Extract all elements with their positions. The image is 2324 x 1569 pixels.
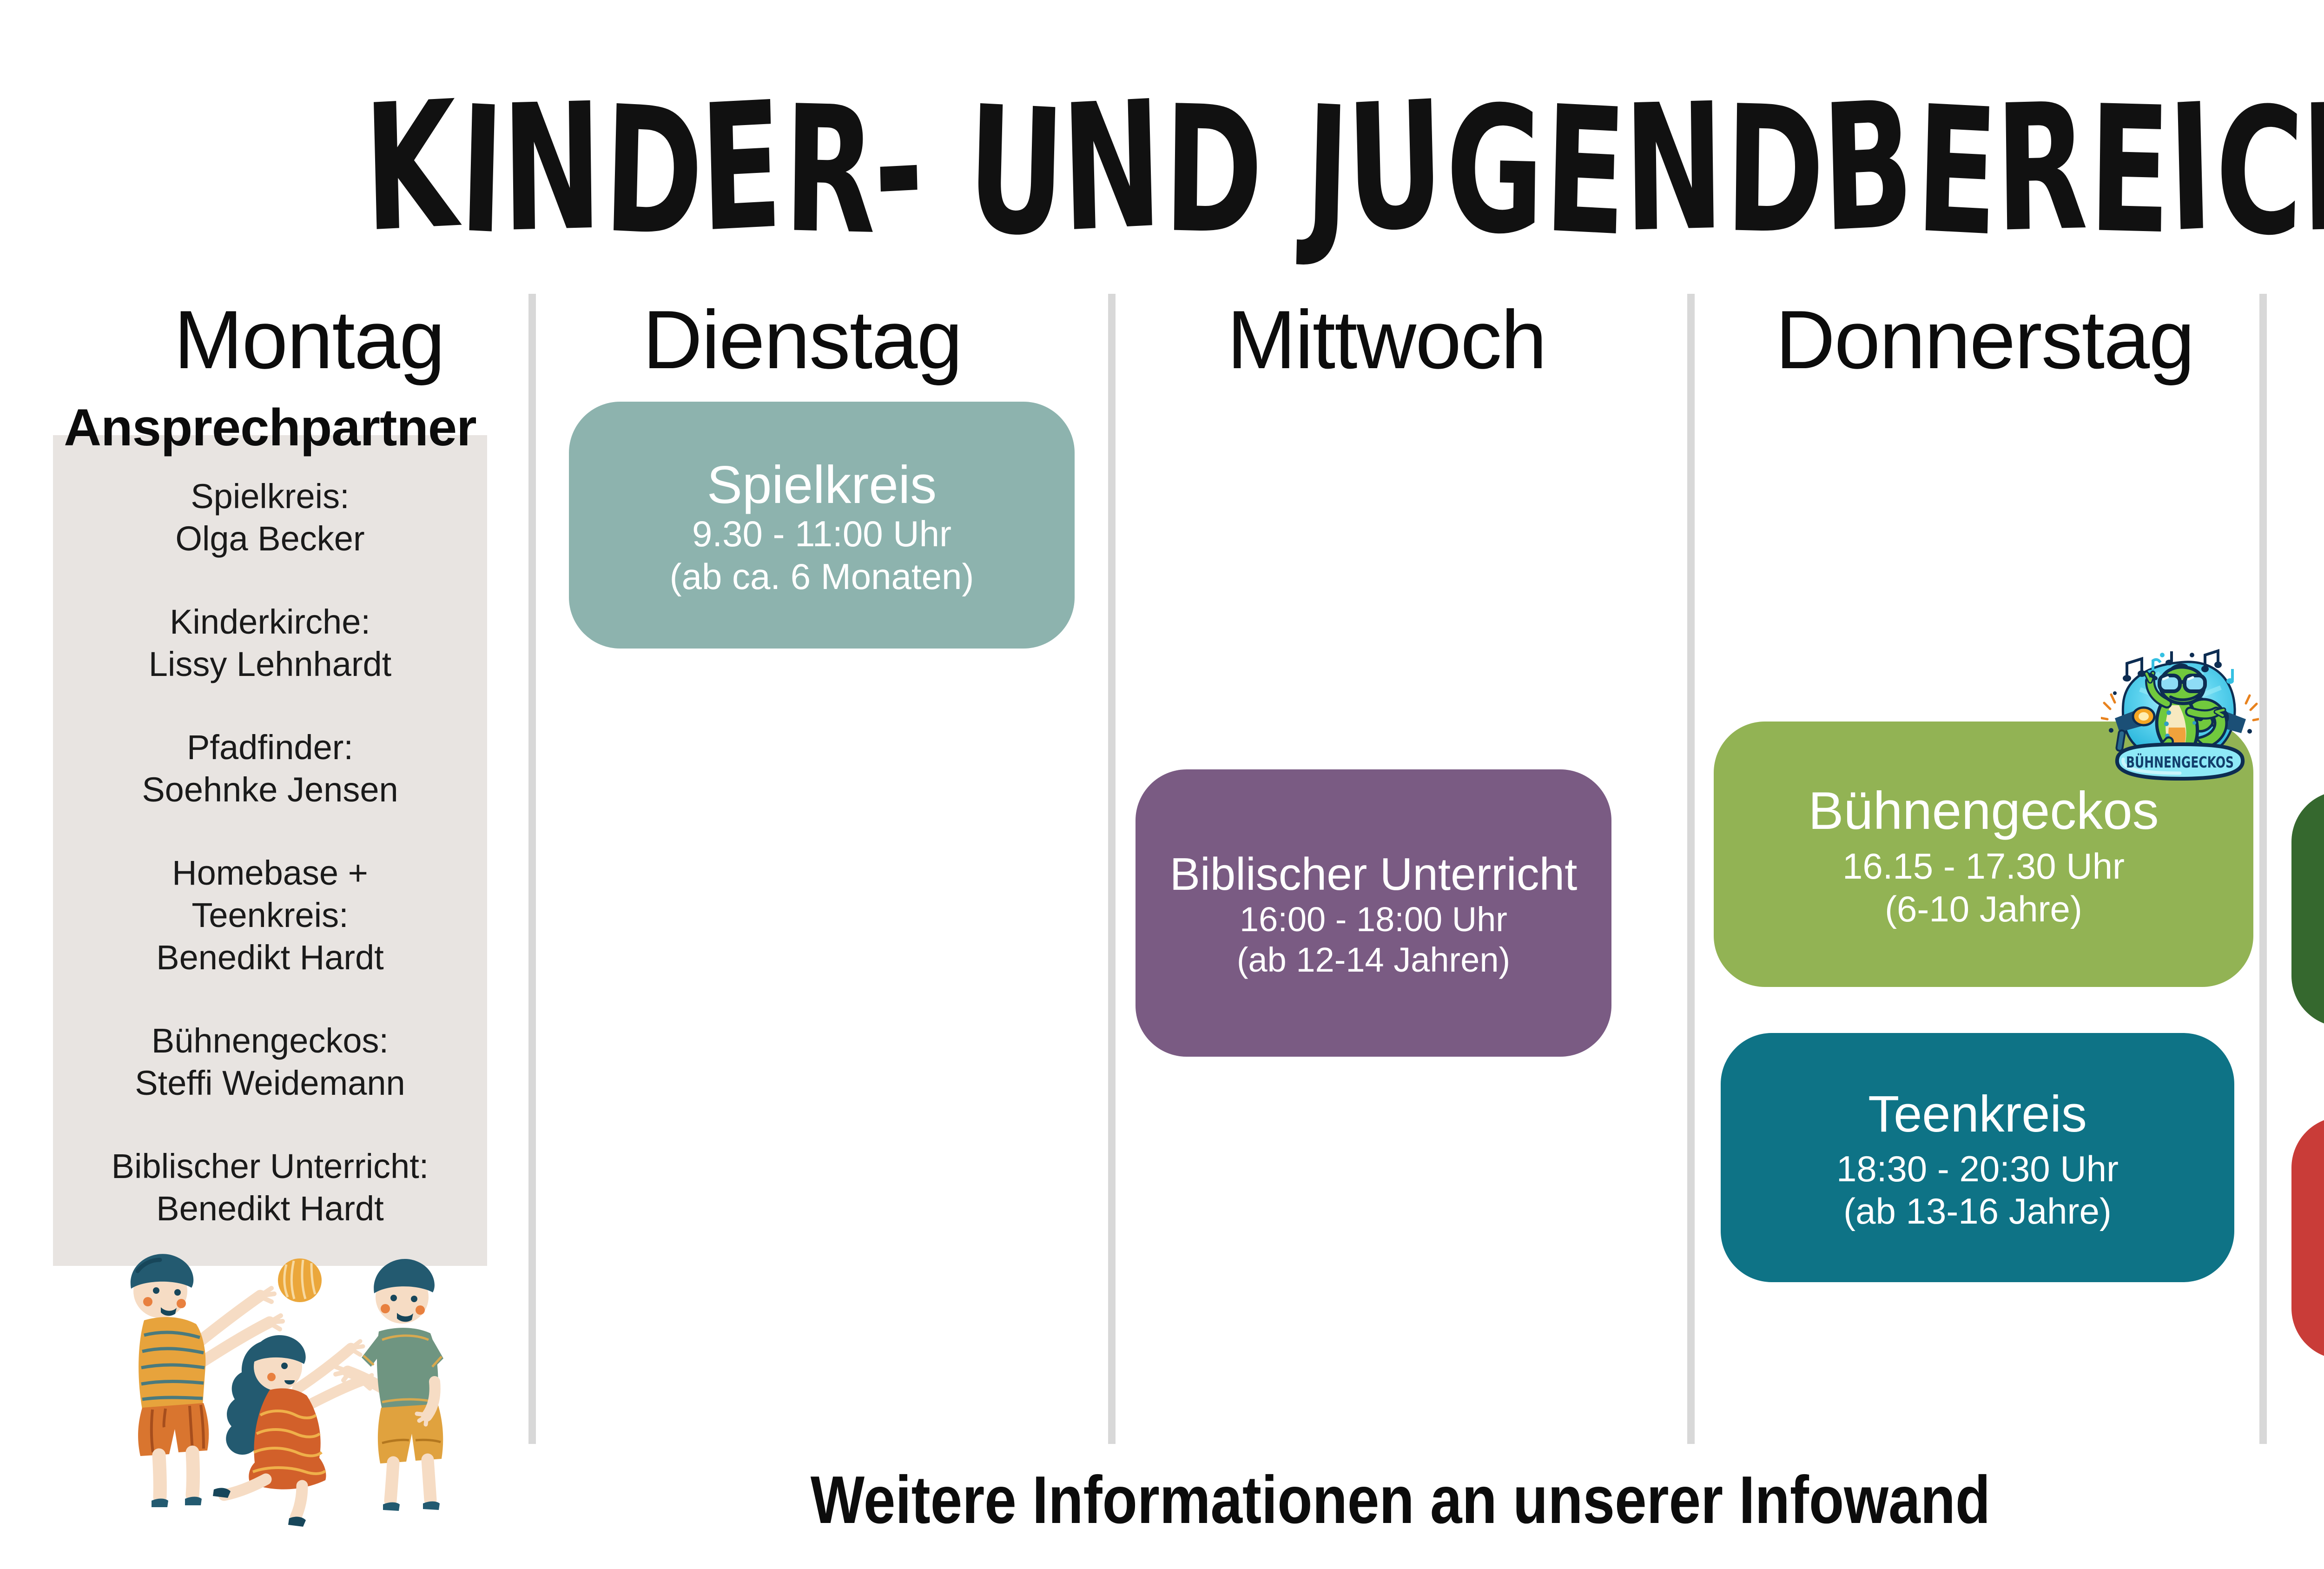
contact-role: Bühnengeckos: <box>151 1021 389 1060</box>
contact-role: Biblischer Unterricht: <box>111 1147 429 1185</box>
day-header-freitag: Freitag <box>2264 298 2324 381</box>
event-age: (ab ca. 6 Monaten) <box>669 556 974 597</box>
day-header-montag: Montag <box>174 293 445 386</box>
day-header-mittwoch: Mittwoch <box>1227 293 1547 386</box>
contact-group-kinderkirche: Kinderkirche: Lissy Lehnhardt <box>53 601 487 685</box>
contact-person: Benedikt Hardt <box>156 1189 384 1228</box>
event-age: (ab 12-14 Jahren) <box>1236 940 1511 979</box>
sunglasses-icon <box>2148 673 2207 693</box>
girl <box>213 1335 376 1527</box>
contact-person: Soehnke Jensen <box>142 770 398 809</box>
contact-role: Spielkreis: <box>191 477 350 516</box>
event-card-biblischer-unterricht: Biblischer Unterricht 16:00 - 18:00 Uhr … <box>1136 769 1611 1057</box>
gecko-banner-text: BÜHNENGECKOS <box>2126 753 2234 771</box>
event-card-homebase: Homebase 20:00 - 23:00 Uhr (ab 17 Jahren… <box>2291 1117 2324 1359</box>
contact-heading: Ansprechpartner <box>64 398 476 457</box>
event-title: Spielkreis <box>706 456 937 515</box>
contact-list: Spielkreis: Olga Becker Kinderkirche: Li… <box>53 475 487 1271</box>
music-notes-icon <box>2113 649 2234 695</box>
event-card-pfadfinder: Pfadfinder 16.30 - 18.30 Uhr (ab 6 Jahre… <box>2291 791 2324 1027</box>
right-boy <box>333 1259 443 1511</box>
buehnengeckos-gecko-logo: BÜHNENGECKOS <box>2101 649 2259 781</box>
column-divider-2 <box>1108 294 1116 1444</box>
column-divider-1 <box>528 294 536 1444</box>
contact-role: Teenkreis: <box>191 896 349 934</box>
event-age: (ab 13-16 Jahre) <box>1843 1191 2112 1232</box>
ball-icon <box>278 1258 322 1302</box>
day-header-dienstag: Dienstag <box>642 293 963 386</box>
column-divider-3 <box>1687 294 1695 1444</box>
poster-title: KINDER- UND JUGENDBEREICH <box>360 82 2324 268</box>
event-time: 16.15 - 17.30 Uhr <box>1842 846 2125 887</box>
event-age: (6-10 Jahre) <box>1885 888 2082 929</box>
children-playing-illustration <box>130 1254 443 1527</box>
poster-title-text: KINDER- UND JUGENDBEREICH <box>360 82 2324 268</box>
event-card-spielkreis: Spielkreis 9.30 - 11:00 Uhr (ab ca. 6 Mo… <box>569 402 1075 649</box>
event-time: 9.30 - 11:00 Uhr <box>692 513 951 555</box>
contact-role: Pfadfinder: <box>187 728 353 767</box>
contact-group-spielkreis: Spielkreis: Olga Becker <box>53 475 487 560</box>
contact-role: Kinderkirche: <box>170 602 370 641</box>
contact-person: Benedikt Hardt <box>156 938 384 977</box>
footer-note: Weitere Informationen an unserer Infowan… <box>810 1462 1991 1537</box>
contact-panel <box>53 435 487 1266</box>
day-header-donnerstag: Donnerstag <box>1775 293 2195 386</box>
event-title: Bühnengeckos <box>1808 781 2159 841</box>
contact-person: Steffi Weidemann <box>135 1064 405 1102</box>
contact-group-biblischer-unterricht: Biblischer Unterricht: Benedikt Hardt <box>53 1145 487 1230</box>
event-time: 16:00 - 18:00 Uhr <box>1240 900 1507 939</box>
event-card-teenkreis: Teenkreis 18:30 - 20:30 Uhr (ab 13-16 Ja… <box>1721 1033 2234 1282</box>
contact-person: Lissy Lehnhardt <box>148 645 392 683</box>
column-divider-4 <box>2259 294 2267 1444</box>
contact-group-pfadfinder: Pfadfinder: Soehnke Jensen <box>53 726 487 811</box>
event-time: 18:30 - 20:30 Uhr <box>1836 1148 2119 1189</box>
event-title: Teenkreis <box>1868 1085 2087 1143</box>
contact-person: Olga Becker <box>175 519 365 558</box>
spotlight-left-icon <box>2101 693 2156 752</box>
event-title: Biblischer Unterricht <box>1169 848 1578 900</box>
contact-group-homebase-teenkreis: Homebase + Teenkreis: Benedikt Hardt <box>53 852 487 979</box>
contact-role: Homebase + <box>172 854 368 892</box>
gecko-banner: BÜHNENGECKOS <box>2115 742 2245 781</box>
contact-group-buehnengeckos: Bühnengeckos: Steffi Weidemann <box>53 1020 487 1104</box>
left-boy <box>130 1254 285 1507</box>
